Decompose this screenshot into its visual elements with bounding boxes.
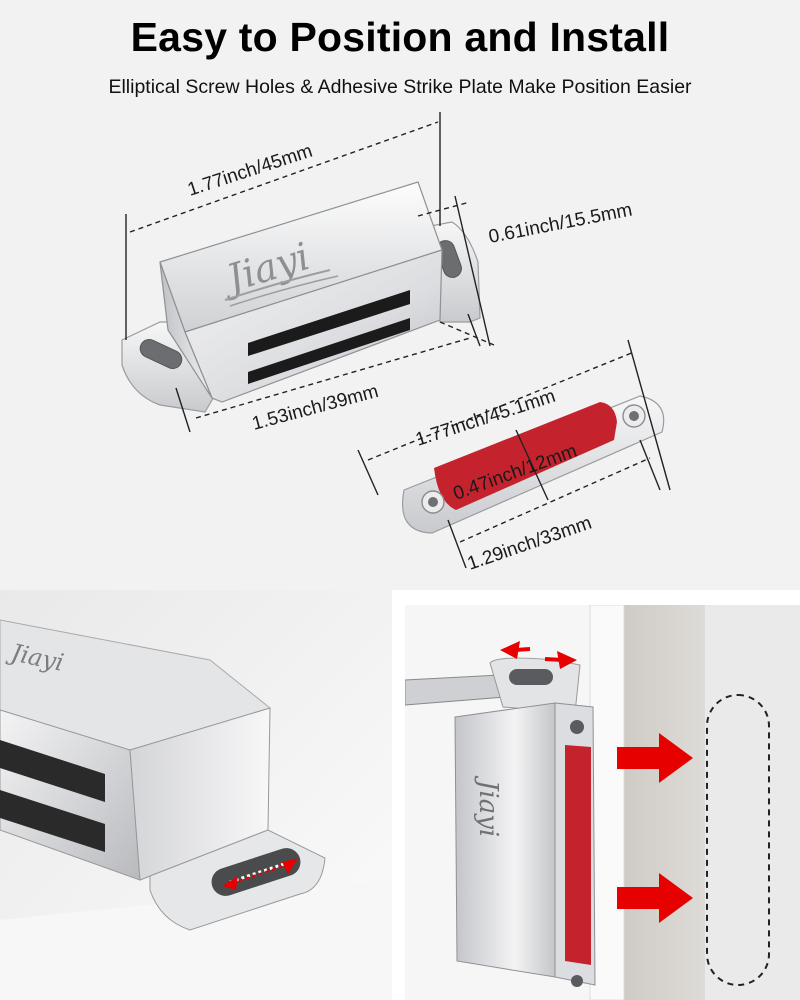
adjust-arrow [500, 641, 577, 669]
catch-length-label: 1.77inch/45mm [185, 141, 315, 201]
plate-spacing-label: 1.29inch/33mm [465, 513, 595, 575]
closeup-photo-slot: Jiayi [0, 590, 392, 1000]
catch-height-label: 0.61inch/15.5mm [487, 199, 634, 247]
page-title: Easy to Position and Install [130, 14, 670, 60]
attract-arrow-bottom [617, 873, 693, 923]
installation-photo-slot: Jiayi [405, 605, 800, 1000]
installed-logo: Jiayi [473, 775, 503, 837]
strike-position-outline [706, 694, 770, 986]
page-subtitle: Elliptical Screw Holes & Adhesive Strike… [108, 76, 692, 98]
adhesive-pad [434, 402, 617, 510]
plate-dimension-lines [357, 339, 671, 569]
attract-arrow-top [617, 733, 693, 783]
strike-plate [402, 395, 665, 534]
dimension-diagram: Jiayi 1.77inch/45mm 0.61inch/15.5mm 1.53… [121, 112, 671, 575]
magnetic-catch: Jiayi [121, 181, 481, 413]
catch-dimension-lines [125, 112, 495, 433]
catch-body-label: 1.53inch/39mm [250, 381, 381, 435]
